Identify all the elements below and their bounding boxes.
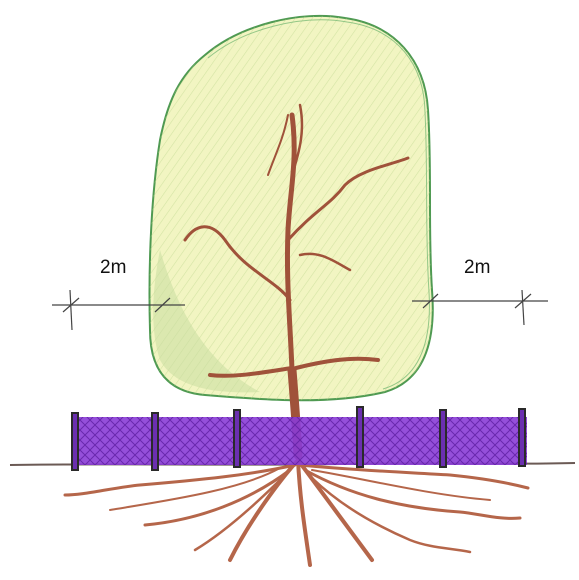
dimension-label-right: 2m	[464, 258, 490, 277]
dimension-label-left: 2m	[100, 258, 126, 277]
root-system-icon	[65, 460, 528, 565]
